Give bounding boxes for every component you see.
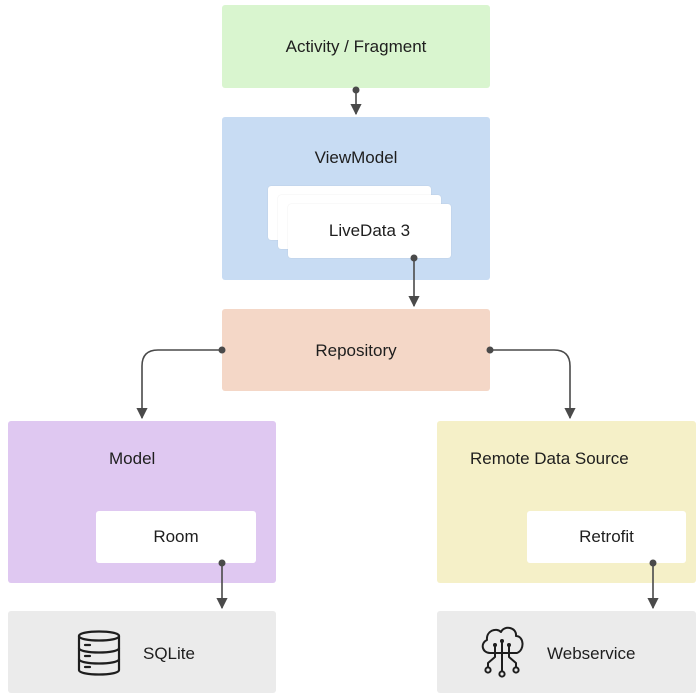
- room-label: Room: [153, 527, 199, 546]
- edge-dot-repository-right: [486, 346, 494, 354]
- cloud-network-icon: [477, 623, 527, 686]
- edge-repository-remote: [490, 349, 576, 420]
- sqlite-label: SQLite: [143, 644, 195, 663]
- livedata-card-front: LiveData 3: [288, 204, 451, 258]
- edge-dot-room: [218, 559, 226, 567]
- viewmodel-label: ViewModel: [314, 148, 398, 167]
- room-box: Room: [96, 511, 256, 563]
- retrofit-box: Retrofit: [527, 511, 686, 563]
- model-label: Model: [109, 449, 156, 468]
- livedata-label: LiveData 3: [328, 221, 411, 240]
- repository-label: Repository: [315, 341, 397, 360]
- webservice-box: Webservice: [437, 611, 696, 693]
- repository-box: Repository: [222, 309, 490, 391]
- database-icon: [73, 628, 125, 683]
- edge-dot-retrofit: [649, 559, 657, 567]
- edge-dot-activity: [352, 86, 360, 94]
- activity-fragment-label: Activity / Fragment: [285, 37, 427, 56]
- edge-dot-livedata: [410, 254, 418, 262]
- edge-dot-repository-left: [218, 346, 226, 354]
- webservice-label: Webservice: [547, 644, 636, 663]
- retrofit-label: Retrofit: [579, 527, 634, 546]
- remote-data-source-label: Remote Data Source: [470, 449, 629, 468]
- sqlite-box: SQLite: [8, 611, 276, 693]
- edge-repository-model: [136, 349, 222, 420]
- activity-fragment-box: Activity / Fragment: [222, 5, 490, 88]
